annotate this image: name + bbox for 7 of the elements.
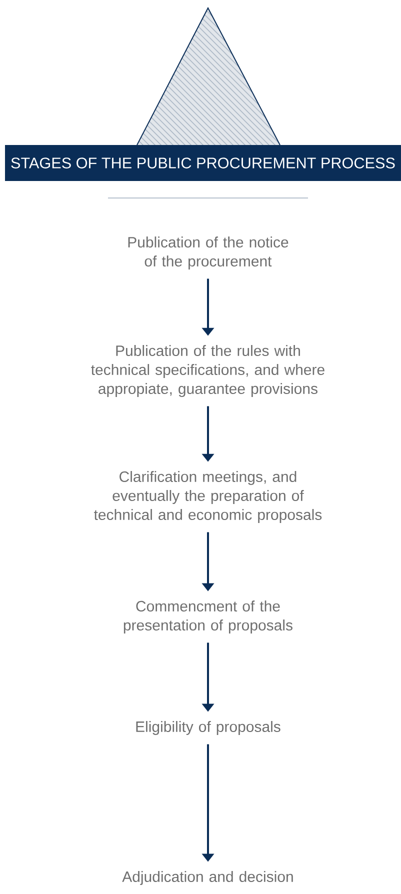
step-text: Commencment of the presentation of proposals: [124, 600, 292, 634]
step-text: Clarification meetings, and eventually the preparation of technical and economic proposals: [94, 471, 322, 523]
step-text: Eligibility of proposals: [136, 721, 280, 735]
title-banner: STAGES OF THE PUBLIC PROCUREMENT PROCESS: [5, 145, 401, 181]
step-text: Publication of the notice of the procurement: [128, 236, 288, 270]
step-text: Publication of the rules with technical specifications, and where appropiate, guarantee provisions: [91, 345, 324, 397]
step-text: Adjudication and decision: [122, 871, 293, 885]
